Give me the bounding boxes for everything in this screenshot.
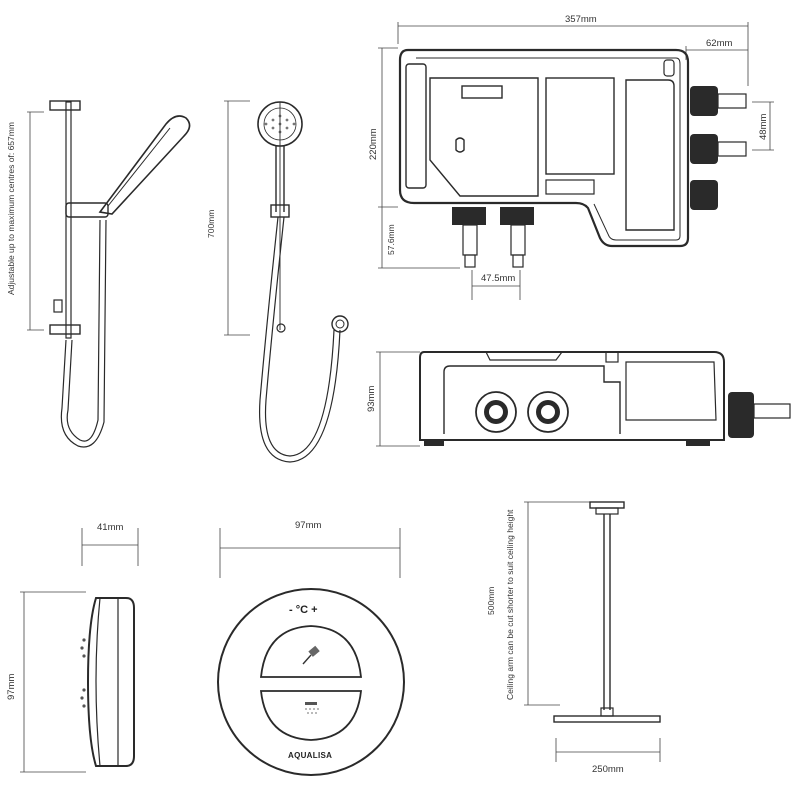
rain-head-width-label: 250mm	[592, 764, 624, 775]
unit-height-label: 220mm	[368, 128, 379, 160]
temperature-control-label: - °C +	[289, 604, 318, 616]
inlet-spacing-label: 47.5mm	[481, 273, 515, 284]
inlet-height-label: 57.6mm	[386, 224, 396, 255]
pump-inlets	[452, 207, 534, 268]
unit-depth-label: 93mm	[366, 386, 377, 412]
riser-rail-side-view: Adjustable up to maximum centres of: 657…	[6, 100, 191, 448]
pump-outlets	[690, 86, 747, 210]
control-height-label: 97mm	[6, 674, 17, 700]
pump-unit-front-view: 357mm 62mm 220mm 57.6mm 48mm 47.5mm	[368, 14, 774, 300]
outlet-spacing-label: 48mm	[758, 114, 769, 140]
unit-width-label: 357mm	[565, 14, 597, 25]
ceiling-arm-length-label: 500mm	[486, 587, 496, 615]
control-diameter-label: 97mm	[295, 520, 321, 531]
ceiling-shower-view: 500mm Ceiling arm can be cut shorter to …	[486, 501, 661, 775]
controller-side-view: 41mm 97mm	[6, 522, 139, 773]
brand-logo-text: AQUALISA	[288, 751, 332, 760]
head-height-label: 700mm	[206, 210, 216, 238]
ceiling-arm-note: Ceiling arm can be cut shorter to suit c…	[505, 509, 515, 700]
rail-adjust-note: Adjustable up to maximum centres of: 657…	[6, 122, 16, 295]
shower-handset-icon	[302, 645, 320, 665]
overhead-shower-icon	[305, 702, 319, 714]
hand-shower-front-view: 700mm	[206, 100, 349, 463]
controller-front-view: 97mm - °C + AQUALISA	[217, 520, 405, 776]
pump-unit-side-view: 93mm	[366, 351, 791, 447]
control-depth-label: 41mm	[97, 522, 123, 533]
unit-side-offset-label: 62mm	[706, 38, 732, 49]
